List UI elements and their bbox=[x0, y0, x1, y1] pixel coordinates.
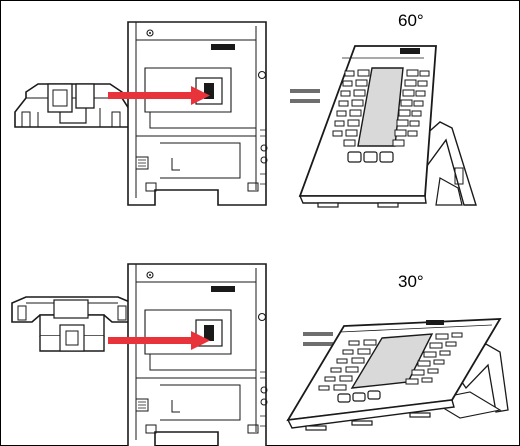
insert-arrow-60 bbox=[108, 86, 210, 105]
arrow-head bbox=[191, 86, 210, 105]
arrow-shaft bbox=[108, 337, 194, 344]
equals-sign-60 bbox=[290, 89, 320, 103]
phone-base-30 bbox=[127, 263, 268, 446]
angle-label-60: 60° bbox=[398, 11, 424, 30]
phone-base-60 bbox=[127, 21, 268, 206]
equals-sign-30 bbox=[303, 332, 333, 346]
expansion-module-60 bbox=[298, 45, 477, 208]
stand-clip-60 bbox=[14, 83, 132, 128]
arrow-shaft bbox=[108, 92, 194, 99]
insert-arrow-30 bbox=[108, 331, 210, 350]
arrow-head bbox=[191, 331, 210, 350]
angle-label-30: 30° bbox=[398, 272, 424, 291]
expansion-module-30 bbox=[286, 318, 509, 431]
